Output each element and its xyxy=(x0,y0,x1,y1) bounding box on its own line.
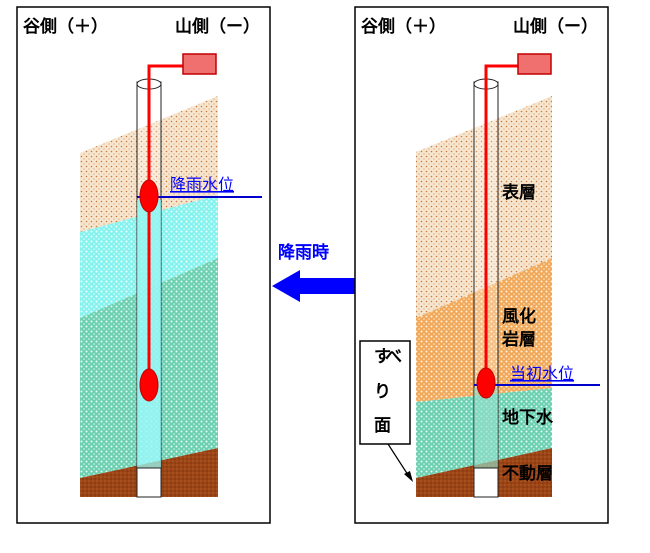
right-valley-label: 谷側（＋） xyxy=(361,16,446,37)
slip-surface-char-4: 面 xyxy=(374,416,391,436)
right-panel: 谷側（＋） 山側（ー） 当初水位 表層 風化 岩層 地下水 不動層 す べ り xyxy=(354,6,609,524)
slip-surface-leader-line xyxy=(387,443,411,479)
right-pipe-water-fill xyxy=(474,388,498,468)
right-mountain-label: 山側（ー） xyxy=(513,16,598,37)
left-sensor-cable xyxy=(147,64,185,385)
weathered-layer-label-2: 岩層 xyxy=(501,329,536,350)
left-mountain-label: 山側（ー） xyxy=(175,16,260,37)
right-surface-layer xyxy=(416,96,552,318)
slip-surface-char-2: べ xyxy=(385,347,402,367)
left-arrow-icon xyxy=(272,270,355,302)
right-pipe-bottom xyxy=(473,467,499,498)
surface-layer-label: 表層 xyxy=(502,182,536,203)
left-pipe-bottom xyxy=(136,467,162,498)
weathered-layer-label-1: 風化 xyxy=(502,306,536,327)
slip-surface-char-3: り xyxy=(374,382,391,402)
bedrock-label: 不動層 xyxy=(502,463,553,484)
right-logger-box xyxy=(517,53,552,75)
right-sensor xyxy=(476,367,496,399)
left-water-level-label: 降雨水位 xyxy=(170,175,234,194)
left-lower-sensor xyxy=(139,368,159,402)
rainfall-arrow-group: 降雨時 xyxy=(272,242,355,302)
right-weathered-layer xyxy=(416,258,552,402)
groundwater-label: 地下水 xyxy=(502,407,554,428)
right-sensor-cable xyxy=(484,64,520,382)
slip-surface-callout-box xyxy=(359,340,411,445)
arrow-label: 降雨時 xyxy=(278,242,329,263)
left-panel: 谷側（＋） 山側（ー） 降雨水位 xyxy=(16,6,271,524)
left-logger-box xyxy=(182,53,217,75)
right-initial-water-label: 当初水位 xyxy=(510,364,574,383)
left-upper-sensor xyxy=(139,179,159,213)
slip-surface-arrowhead-icon xyxy=(404,471,413,482)
left-valley-label: 谷側（＋） xyxy=(23,16,108,37)
slip-surface-char-1: す xyxy=(374,347,391,367)
